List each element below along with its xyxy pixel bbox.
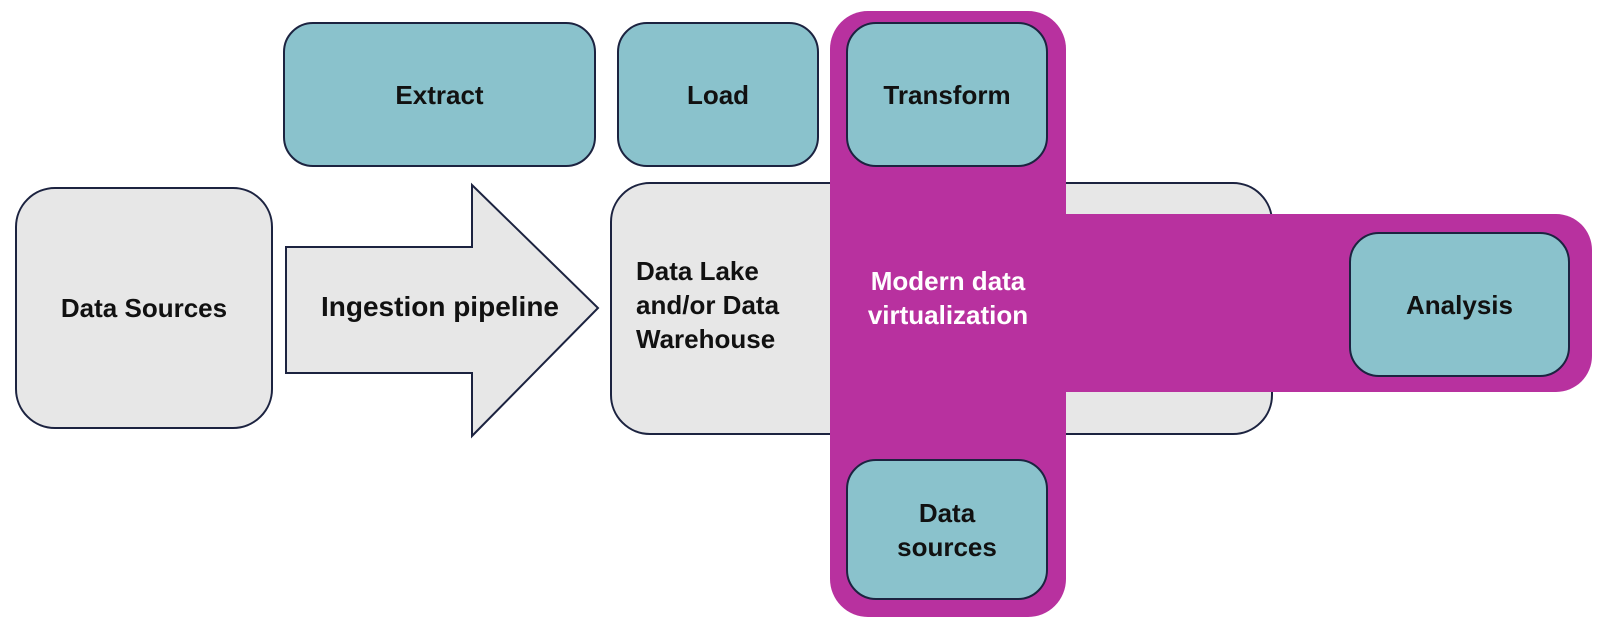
data-lake-line-2: and/or Data: [636, 290, 780, 320]
data-lake-line-1: Data Lake: [636, 256, 759, 286]
bottom-data-sources-box: Data sources: [846, 459, 1048, 600]
data-lake-line-3: Warehouse: [636, 324, 776, 354]
analysis-box: Analysis: [1349, 232, 1570, 377]
extract-label: Extract: [395, 79, 484, 110]
transform-label: Transform: [883, 79, 1011, 110]
extract-box: Extract: [283, 22, 596, 167]
transform-box: Transform: [846, 22, 1048, 167]
data-sources-label: Data Sources: [60, 293, 228, 323]
bottom-data-sources-line-2: sources: [897, 531, 997, 562]
virtualization-label: Modern data virtualization: [840, 264, 1056, 332]
load-box: Load: [617, 22, 819, 167]
virtualization-line-1: Modern data: [870, 266, 1026, 296]
data-sources-box: Data Sources: [15, 187, 273, 429]
ingestion-arrow-shape: [285, 182, 600, 439]
load-label: Load: [686, 79, 750, 110]
ingestion-label: Ingestion pipeline: [320, 291, 559, 322]
analysis-label: Analysis: [1406, 289, 1513, 320]
bottom-data-sources-line-1: Data: [918, 497, 976, 528]
virtualization-line-2: virtualization: [867, 300, 1029, 330]
data-lake-label: Data Lake and/or Data Warehouse: [636, 254, 836, 356]
